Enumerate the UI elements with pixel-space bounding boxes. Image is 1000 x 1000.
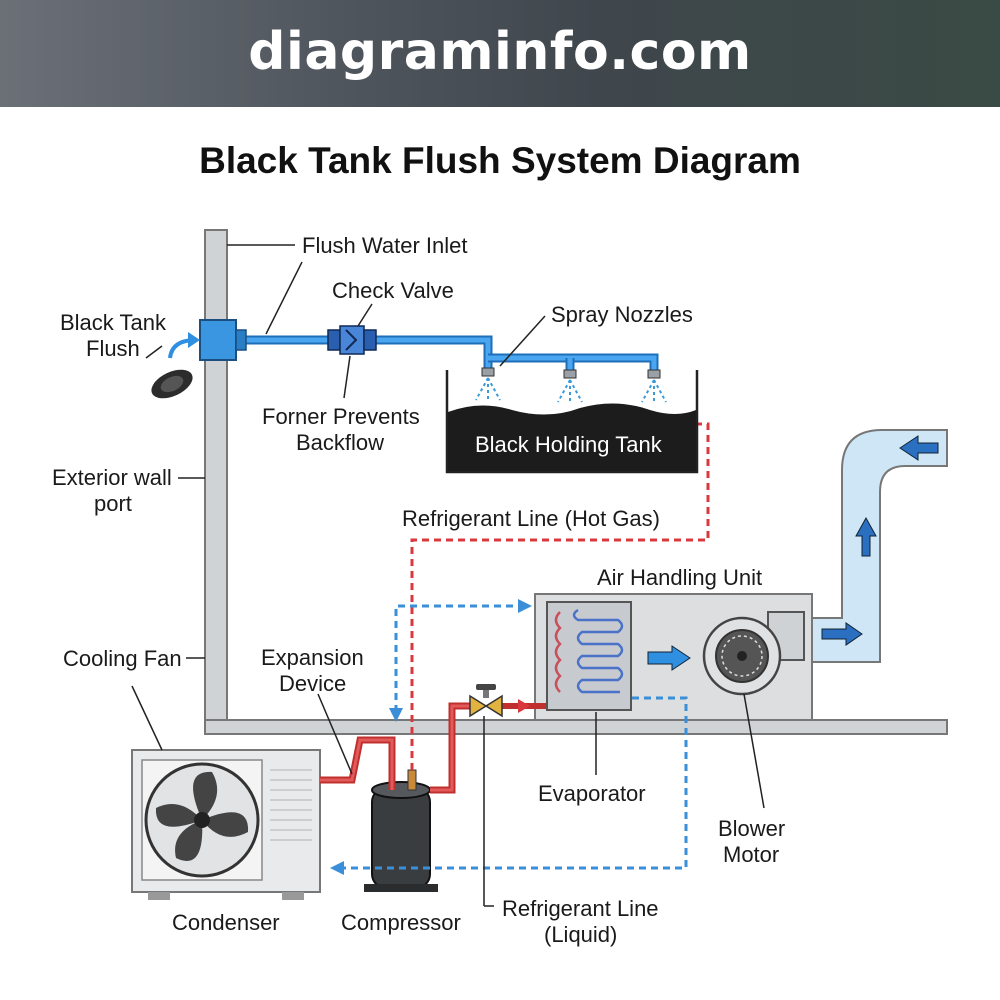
label-evaporator: Evaporator [538,781,646,806]
condenser-unit [131,749,321,900]
spray-nozzle-icon [557,369,583,404]
label-blower: Blower [718,816,785,841]
label-flush-water-inlet: Flush Water Inlet [302,233,467,258]
site-banner: diagraminfo.com [0,0,1000,107]
air-handling-unit [534,593,813,721]
label-air-handling-unit: Air Handling Unit [597,565,762,590]
site-name: diagraminfo.com [248,22,752,82]
flush-cap-icon [151,332,200,399]
label-compressor: Compressor [341,910,461,935]
label-motor: Motor [723,842,779,867]
spray-nozzle-icon [475,367,501,402]
page-title: Black Tank Flush System Diagram [199,140,801,181]
label-black-tank-flush-2: Flush [86,336,140,361]
arrow-icon [821,622,863,646]
flush-water-pipe [199,319,659,372]
arrow-icon [647,645,691,671]
label-forner-prevents: Forner Prevents [262,404,420,429]
arrow-icon [899,435,939,461]
label-exterior-wall-port: port [94,491,132,516]
refrigerant-cold-lines [330,599,688,875]
compressor [364,769,438,892]
label-expansion: Expansion [261,645,364,670]
label-black-holding-tank: Black Holding Tank [475,432,663,457]
check-valve-icon [327,325,377,355]
label-cooling-fan: Cooling Fan [63,646,182,671]
refrigerant-hot-lines [320,422,710,794]
label-liquid: (Liquid) [544,922,617,947]
label-exterior-wall: Exterior wall [52,465,172,490]
label-backflow: Backflow [296,430,384,455]
fan-icon [144,762,260,878]
label-spray-nozzles: Spray Nozzles [551,302,693,327]
label-condenser: Condenser [172,910,280,935]
arrow-icon [855,516,877,557]
label-check-valve: Check Valve [332,278,454,303]
label-device: Device [279,671,346,696]
black-holding-tank [445,367,699,474]
arrow-icon [389,708,403,722]
spray-nozzle-icon [641,369,667,404]
air-duct [811,429,948,663]
label-refrigerant-line: Refrigerant Line [502,896,659,921]
label-refrigerant-hot-gas: Refrigerant Line (Hot Gas) [402,506,660,531]
label-black-tank-flush: Black Tank [60,310,167,335]
expansion-valve-icon [469,684,503,718]
arrow-icon [518,599,532,613]
arrow-icon [330,861,344,875]
blower-icon [702,611,805,696]
arrow-icon [518,699,530,713]
leader-lines [131,244,765,907]
